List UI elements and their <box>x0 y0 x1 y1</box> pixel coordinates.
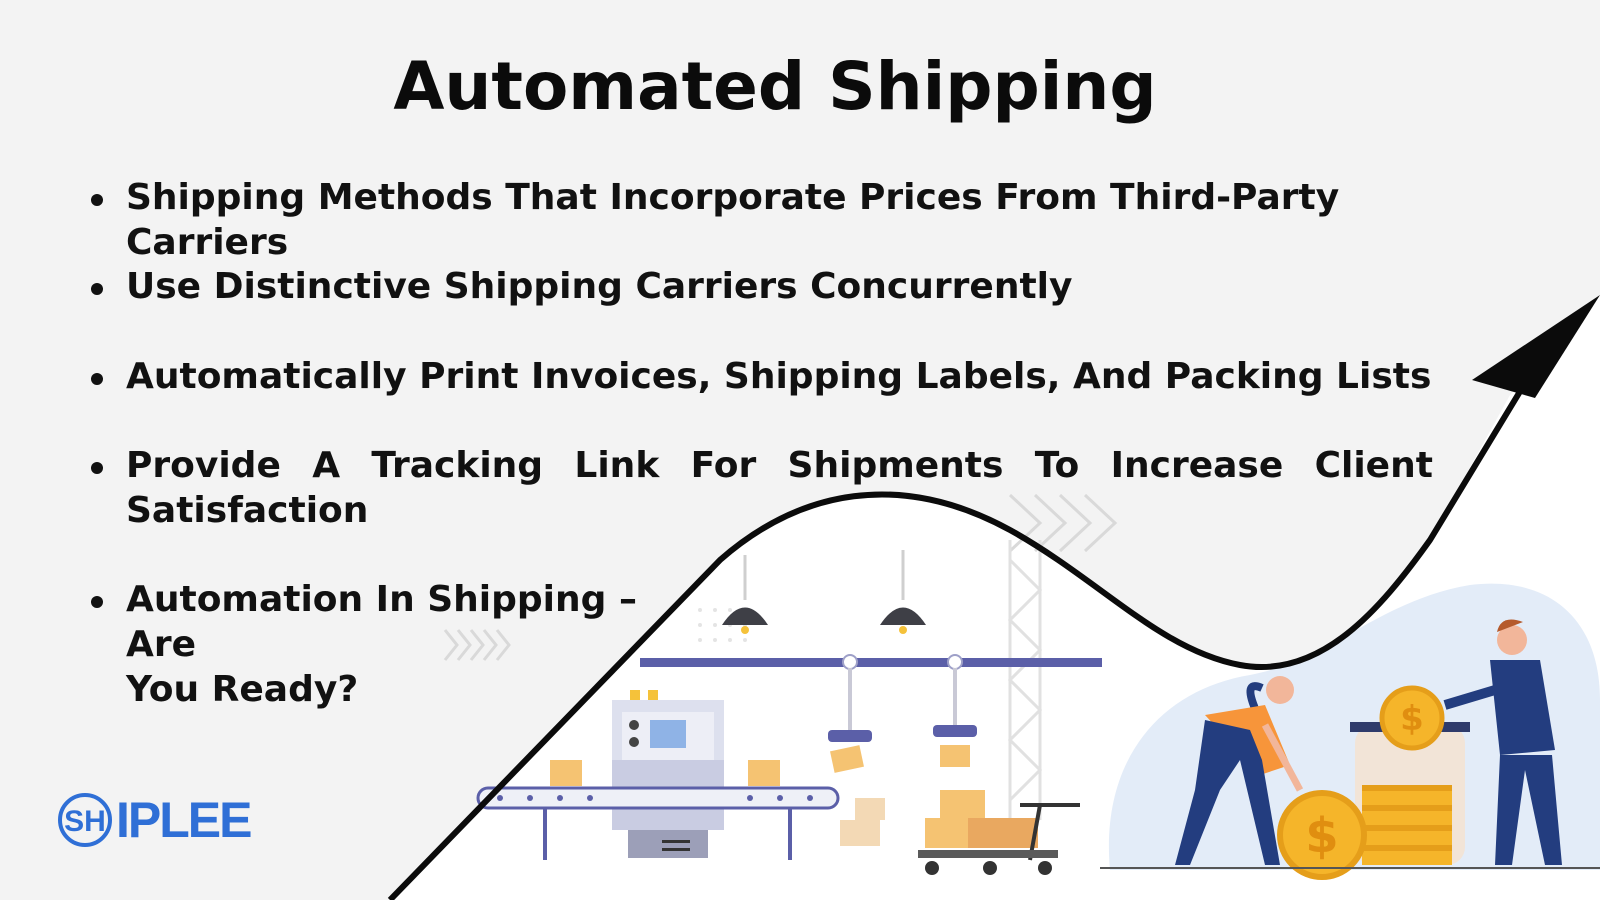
chevron-decoration-icon <box>443 493 1118 661</box>
list-item: Provide A Tracking Link For Shipments To… <box>88 443 1433 533</box>
crane-tower <box>1007 540 1043 820</box>
list-item-line: You Ready? <box>126 669 359 710</box>
list-item: Automatically Print Invoices, Shipping L… <box>88 354 1431 399</box>
arrow-head-icon <box>1472 295 1600 398</box>
svg-text:SH: SH <box>64 805 106 838</box>
logo-text: IPLEE <box>116 792 252 848</box>
svg-text:$: $ <box>1400 699 1424 739</box>
ceiling-lamp <box>722 550 926 634</box>
list-item-line: Satisfaction <box>126 490 369 531</box>
list-item: Shipping Methods That Incorporate Prices… <box>88 175 1433 265</box>
conveyor-belt <box>476 760 840 860</box>
list-item-line: Automation In Shipping –Are <box>126 579 637 665</box>
list-item: Use Distinctive Shipping Carriers Concur… <box>88 264 1072 309</box>
robot-arm <box>828 654 977 773</box>
list-item: Automation In Shipping –Are You Ready? <box>88 577 686 712</box>
sorting-machine <box>612 690 724 858</box>
shiplee-logo-mark: SH <box>58 793 112 847</box>
coin-jar: $ $ <box>1277 685 1470 880</box>
page-title: Automated Shipping <box>393 48 1157 125</box>
man-figure <box>1443 619 1562 865</box>
overhead-rail <box>640 658 1102 667</box>
list-item-line: Provide A Tracking Link For Shipments To… <box>126 445 1433 486</box>
shiplee-logo: SH IPLEE <box>56 790 252 850</box>
woman-figure <box>1175 676 1304 865</box>
svg-text:$: $ <box>1305 808 1338 864</box>
package-stack <box>840 790 1080 875</box>
growth-arrow-icon <box>387 373 1533 900</box>
